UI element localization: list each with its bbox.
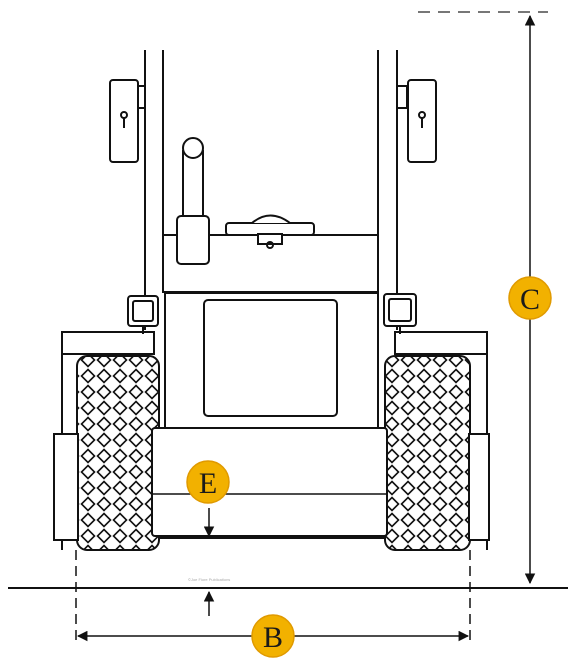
exhaust-stack: [176, 137, 210, 265]
label-e-text: E: [199, 467, 217, 500]
right-tire: [384, 355, 471, 551]
right-work-light: [383, 293, 417, 334]
label-c-badge: C: [508, 276, 552, 320]
watermark-text: ©Joe Fiore Publications: [188, 577, 230, 582]
left-hub: [53, 433, 79, 541]
label-b-badge: B: [251, 614, 295, 658]
label-c-text: C: [520, 283, 540, 316]
label-b-text: B: [263, 621, 283, 654]
left-mirror: [109, 79, 146, 163]
front-counterweight: [151, 427, 388, 537]
beacon-light: [225, 214, 315, 249]
right-mirror: [396, 79, 437, 163]
left-tire: [76, 355, 160, 551]
right-hub: [468, 433, 490, 541]
left-work-light: [127, 295, 159, 334]
front-grille: [203, 299, 338, 417]
label-e-badge: E: [186, 460, 230, 504]
